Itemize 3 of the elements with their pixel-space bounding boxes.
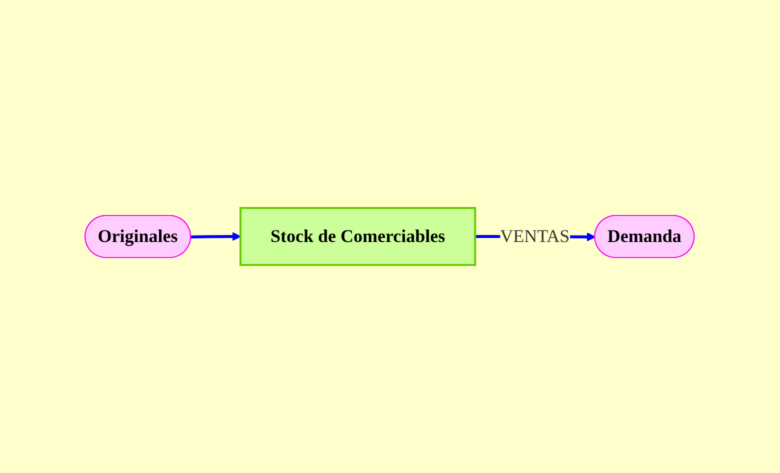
arrow xyxy=(191,232,242,241)
node-box: Stock de Comerciables xyxy=(240,207,477,266)
edge-label: VENTAS xyxy=(500,226,570,246)
